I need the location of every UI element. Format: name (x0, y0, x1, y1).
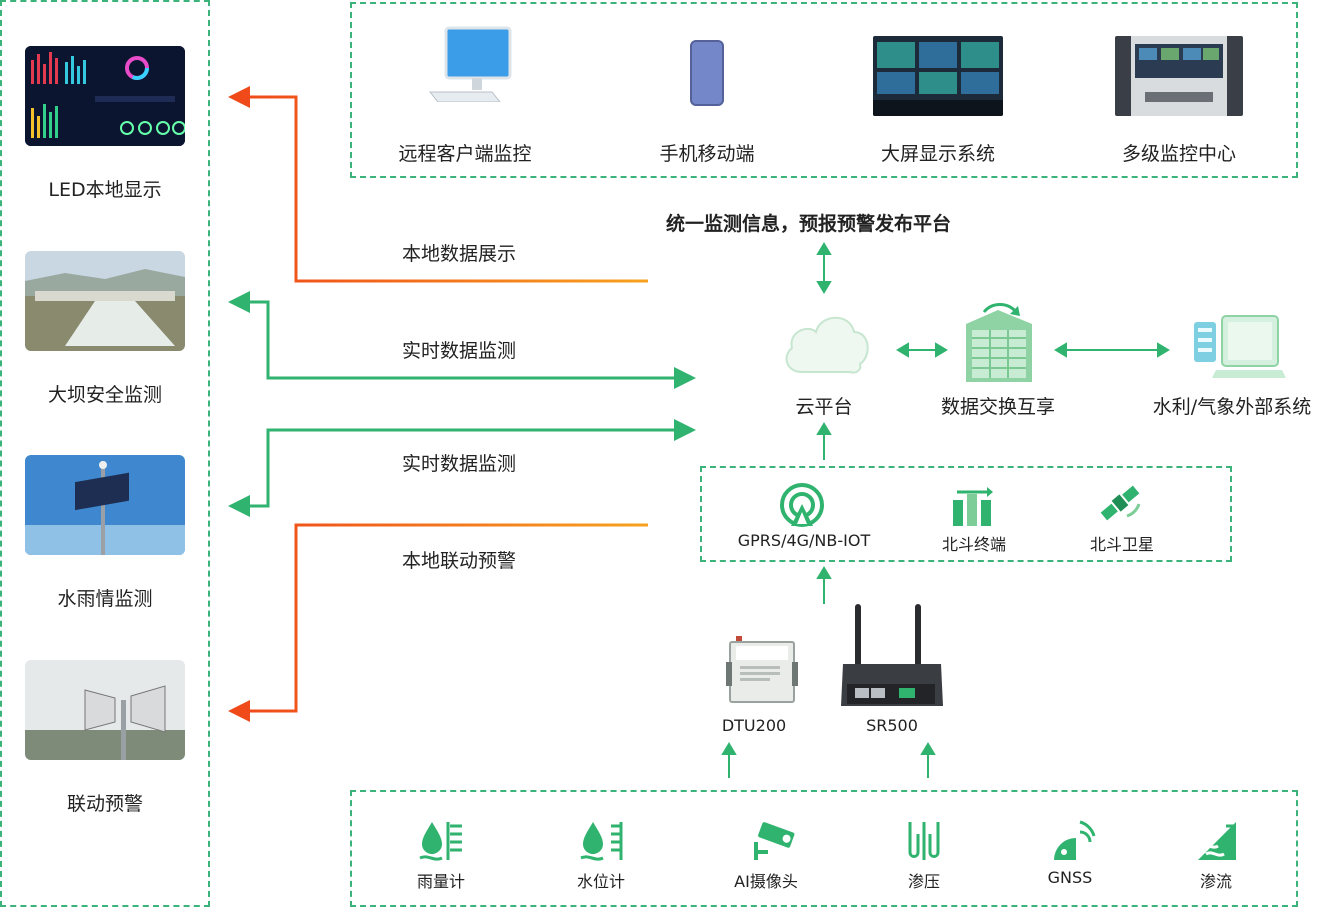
satellite-icon (1097, 480, 1143, 530)
router-device-icon (841, 602, 945, 712)
cloud-icon (780, 306, 872, 382)
external-system-icon (1190, 312, 1286, 386)
water-level-icon (579, 820, 625, 866)
seepage-pressure-label: 渗压 (907, 872, 940, 891)
dam-image (25, 251, 185, 351)
left-column-box (0, 0, 210, 907)
gnss-icon (1050, 818, 1096, 866)
led-display-image (25, 46, 185, 146)
data-exchange-label: 数据交换互享 (940, 396, 1055, 418)
sr500-label: SR500 (866, 716, 918, 735)
rain-gauge-label: 雨量计 (416, 872, 465, 891)
rain-water-label: 水雨情监测 (57, 588, 153, 610)
beidou-terminal-icon (951, 484, 997, 532)
comm-panel (700, 466, 1232, 562)
realtime-flow-label-2: 实时数据监测 (402, 453, 517, 475)
realtime-arrow-1 (228, 291, 696, 389)
multi-level-center-label: 多级监控中心 (1121, 143, 1236, 165)
realtime-arrow-2 (228, 419, 696, 517)
control-center-image (1115, 36, 1243, 116)
camera-icon (750, 820, 796, 866)
top-terminal-panel (350, 2, 1298, 178)
mobile-label: 手机移动端 (659, 143, 755, 165)
beidou-satellite-label: 北斗卫星 (1089, 535, 1154, 554)
rain-monitor-image (25, 455, 185, 555)
seepage-pressure-icon (904, 820, 944, 866)
rain-gauge-icon (418, 820, 464, 866)
water-level-label: 水位计 (576, 872, 625, 891)
data-exchange-icon (962, 302, 1036, 388)
cloud-platform-label: 云平台 (795, 396, 853, 418)
beidou-terminal-label: 北斗终端 (941, 535, 1006, 554)
remote-client-label: 远程客户端监控 (398, 143, 532, 165)
realtime-flow-label-1: 实时数据监测 (402, 340, 517, 362)
platform-title: 统一监测信息，预报预警发布平台 (666, 213, 952, 235)
local-display-arrow (228, 86, 648, 283)
big-screen-label: 大屏显示系统 (880, 143, 995, 165)
alarm-speaker-image (25, 660, 185, 760)
gnss-label: GNSS (1047, 868, 1093, 887)
desktop-computer-icon (428, 26, 514, 106)
signal-icon (779, 482, 825, 532)
linkage-alarm-label: 联动预警 (66, 793, 143, 815)
external-system-label: 水利/气象外部系统 (1152, 396, 1312, 418)
dtu-device-icon (726, 632, 798, 710)
big-screen-image (873, 36, 1003, 116)
gprs-label: GPRS/4G/NB-IOT (737, 531, 871, 550)
seepage-flow-icon (1196, 820, 1240, 866)
dam-safety-label: 大坝安全监测 (47, 384, 162, 406)
led-display-label: LED本地显示 (48, 179, 162, 201)
dtu200-label: DTU200 (721, 716, 787, 735)
ai-camera-label: AI摄像头 (734, 872, 798, 891)
local-alarm-arrow (228, 523, 648, 722)
seepage-flow-label: 渗流 (1199, 872, 1232, 891)
mobile-phone-icon (690, 40, 724, 110)
local-alarm-flow-label: 本地联动预警 (402, 550, 517, 572)
local-display-flow-label: 本地数据展示 (402, 243, 517, 265)
sensor-panel (350, 790, 1298, 907)
